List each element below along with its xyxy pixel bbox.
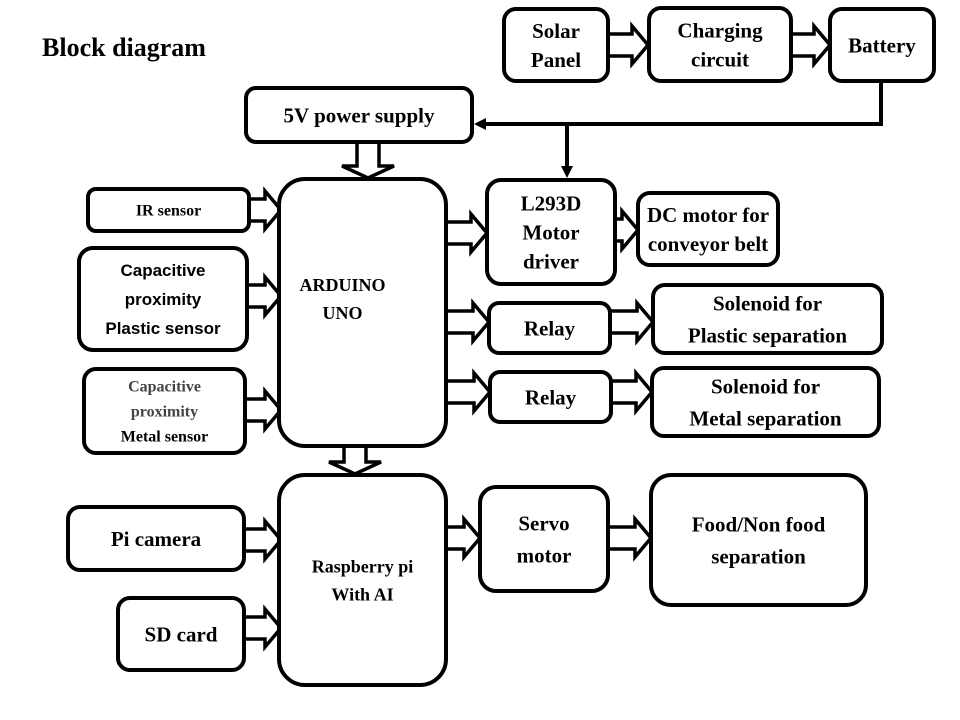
block-label: Plastic sensor: [105, 319, 221, 338]
block-label: Pi camera: [111, 527, 202, 551]
block-arduino: ARDUINO UNO: [277, 177, 448, 448]
block-power-supply: 5V power supply: [244, 86, 474, 144]
block-label: Solar: [532, 19, 580, 43]
block-label: separation: [711, 544, 806, 568]
block-outline: [828, 7, 936, 83]
block-pi-camera: Pi camera: [66, 505, 246, 572]
block-label: motor: [517, 543, 572, 567]
block-outline: [77, 246, 249, 352]
diagram-title: Block diagram: [42, 33, 206, 62]
flow-arrow-icon: [245, 272, 284, 320]
block-label: SD card: [145, 622, 218, 646]
flow-arrow-icon: [242, 604, 284, 652]
block-charging-circuit: Charging circuit: [647, 6, 793, 83]
block-outline: [116, 596, 246, 672]
block-outline: [66, 505, 246, 572]
block-outline: [651, 283, 884, 355]
block-label: UNO: [323, 303, 363, 323]
battery-power-wire: [474, 83, 883, 178]
block-label: Motor: [522, 220, 579, 244]
block-label: driver: [523, 249, 579, 273]
block-dc-motor: DC motor for conveyor belt: [636, 191, 780, 267]
block-label: L293D: [521, 191, 582, 215]
block-outline: [244, 86, 474, 144]
flow-arrow-icon: [444, 368, 493, 416]
block-label: proximity: [125, 290, 202, 309]
block-motor-driver: L293D Motor driver: [485, 178, 617, 286]
flow-arrow-icon: [609, 368, 655, 416]
block-label: Capacitive: [128, 379, 201, 396]
block-outline: [277, 177, 448, 448]
flow-arrow-icon: [608, 298, 656, 346]
block-label: Metal sensor: [121, 429, 209, 446]
flow-arrow-down-icon: [328, 444, 382, 476]
block-label: With AI: [331, 584, 393, 604]
block-battery: Battery: [828, 7, 936, 83]
block-label: Panel: [531, 48, 581, 72]
block-outline: [650, 366, 881, 438]
flow-arrow-icon: [444, 514, 483, 562]
block-relay-plastic: Relay: [487, 301, 612, 355]
block-label: proximity: [131, 404, 198, 421]
block-label: ARDUINO: [299, 275, 385, 295]
block-label: Plastic separation: [688, 323, 848, 347]
block-label: circuit: [691, 47, 749, 71]
block-label: Food/Non food: [692, 512, 826, 536]
block-label: Charging: [677, 18, 763, 42]
block-servo-motor: Servo motor: [478, 485, 610, 593]
block-sd-card: SD card: [116, 596, 246, 672]
block-outline: [636, 191, 780, 267]
block-label: Relay: [524, 316, 576, 340]
block-label: IR sensor: [136, 203, 201, 220]
flow-arrow-icon: [247, 186, 284, 234]
flow-arrow-down-icon: [341, 140, 395, 180]
block-ir-sensor: IR sensor: [86, 187, 251, 233]
block-outline: [488, 370, 613, 424]
flow-arrow-icon: [444, 298, 492, 346]
block-outline: [478, 485, 610, 593]
flow-arrow-icon: [606, 21, 651, 69]
block-label: Metal separation: [689, 406, 842, 430]
block-label: Servo: [518, 511, 569, 535]
arrow-layer: [242, 21, 833, 652]
block-outline: [647, 6, 793, 83]
block-outline: [277, 473, 448, 687]
block-label: Capacitive: [120, 261, 205, 280]
block-label: Solenoid for: [713, 291, 822, 315]
block-food-separation: Food/Non food separation: [649, 473, 868, 607]
block-outline: [649, 473, 868, 607]
block-label: Raspberry pi: [312, 556, 414, 576]
block-label: Battery: [848, 33, 916, 57]
flow-arrow-icon: [789, 21, 833, 69]
block-outline: [502, 7, 610, 83]
block-label: Solenoid for: [711, 374, 820, 398]
block-label: 5V power supply: [284, 103, 435, 127]
flow-arrow-icon: [444, 209, 490, 257]
block-label: conveyor belt: [648, 232, 768, 256]
block-outline: [485, 178, 617, 286]
block-outline: [487, 301, 612, 355]
flow-arrow-icon: [242, 516, 284, 564]
block-label: Relay: [525, 385, 577, 409]
block-outline: [82, 367, 247, 455]
block-raspberry-pi: Raspberry pi With AI: [277, 473, 448, 687]
flow-arrow-icon: [606, 514, 654, 562]
block-outline: [86, 187, 251, 233]
flow-arrow-icon: [243, 386, 284, 434]
flow-arrow-icon: [613, 206, 641, 254]
block-label: DC motor for: [647, 203, 769, 227]
block-relay-metal: Relay: [488, 370, 613, 424]
